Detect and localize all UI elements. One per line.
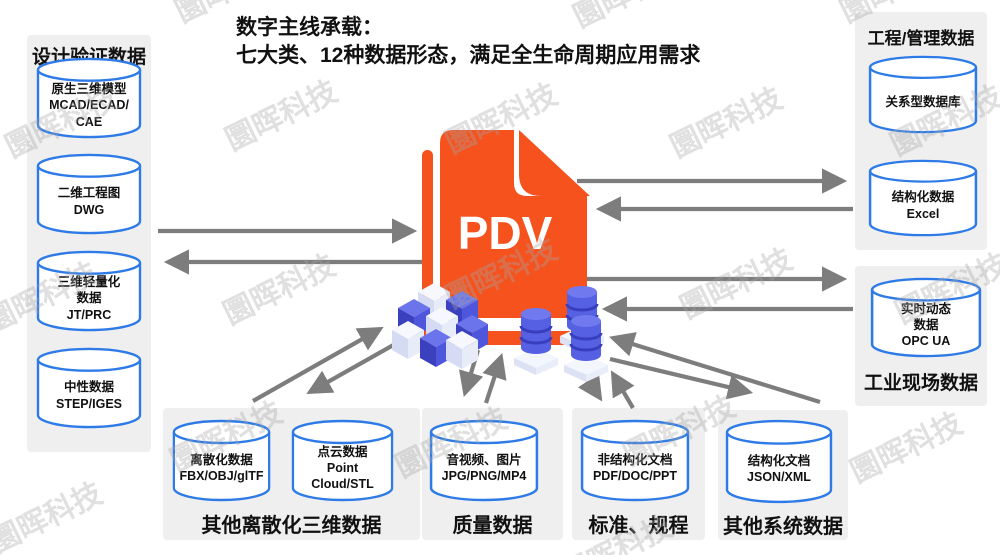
panel-industrial-title: 工业现场数据 (863, 373, 978, 394)
pdv-doc-fold-corner (519, 130, 590, 196)
database-stacks-icon (512, 284, 610, 382)
cylinder-relational-db: 关系型数据库 (868, 55, 978, 135)
panel-quality-title: 质量数据 (452, 515, 533, 537)
cylinder-label: 原生三维模型 MCAD/ECAD/ CAE (49, 82, 129, 129)
panel-other-systems-title: 其他系统数据 (723, 516, 843, 538)
cylinder-2d-drawing: 二维工程图 DWG (36, 153, 142, 236)
arrow-to-other-systems (609, 356, 754, 400)
diagram-title-line2: 七大类、12种数据形态，满足全生命周期应用需求 (236, 44, 701, 67)
panel-engineering-title: 工程/管理数据 (867, 29, 975, 48)
cylinder-label: 实时动态 数据 OPC UA (900, 301, 951, 349)
diagram-title: 数字主线承载： 七大类、12种数据形态，满足全生命周期应用需求 (236, 14, 700, 70)
pdv-doc-body (440, 130, 587, 318)
cylinder-structured-docs: 结构化文档 JSON/XML (725, 419, 833, 505)
arrow-to-pdv-from-other-systems (608, 332, 821, 405)
cylinder-label: 结构化数据 Excel (891, 190, 955, 221)
cylinder-native-3d-model: 原生三维模型 MCAD/ECAD/ CAE (36, 57, 142, 140)
panel-discrete3d-title: 其他离散化三维数据 (201, 515, 382, 537)
arrow-to-pdv-from-quality (482, 353, 507, 404)
cylinder-discrete-data: 离散化数据 FBX/OBJ/glTF (172, 419, 271, 503)
cylinder-label: 音视频、图片 JPG/PNG/MP4 (441, 452, 527, 483)
cylinder-label: 点云数据 Point Cloud/STL (311, 444, 374, 492)
cylinder-media-images: 音视频、图片 JPG/PNG/MP4 (429, 419, 539, 503)
cubes-3d-data-icon (392, 283, 488, 369)
cylinder-label: 二维工程图 DWG (57, 186, 121, 217)
pdv-label: PDV (458, 207, 553, 259)
cylinder-label: 非结构化文档 PDF/DOC/PPT (592, 452, 678, 483)
cylinder-structured-excel: 结构化数据 Excel (868, 159, 978, 238)
arrow-to-pdv-from-standards (610, 370, 635, 410)
arrow-to-discrete3d (306, 341, 399, 395)
cylinder-label: 离散化数据 FBX/OBJ/glTF (179, 452, 264, 483)
cylinder-realtime-opcua: 实时动态 数据 OPC UA (870, 277, 982, 359)
cylinder-point-cloud: 点云数据 Point Cloud/STL (291, 419, 394, 503)
cylinder-label: 三维轻量化 数据 JT/PRC (57, 275, 121, 322)
arrow-to-pdv-from-discrete3d (251, 326, 384, 403)
cylinder-label: 中性数据 STEP/IGES (56, 380, 122, 411)
cylinder-lightweight-3d: 三维轻量化 数据 JT/PRC (36, 250, 142, 333)
cylinder-unstructured-docs: 非结构化文档 PDF/DOC/PPT (580, 419, 690, 503)
panel-standards-title: 标准、规程 (588, 515, 689, 537)
cylinder-label: 关系型数据库 (885, 94, 961, 109)
cylinder-neutral-data: 中性数据 STEP/IGES (36, 347, 142, 430)
cylinder-label: 结构化文档 JSON/XML (747, 453, 811, 484)
diagram-title-line1: 数字主线承载： (236, 16, 383, 39)
